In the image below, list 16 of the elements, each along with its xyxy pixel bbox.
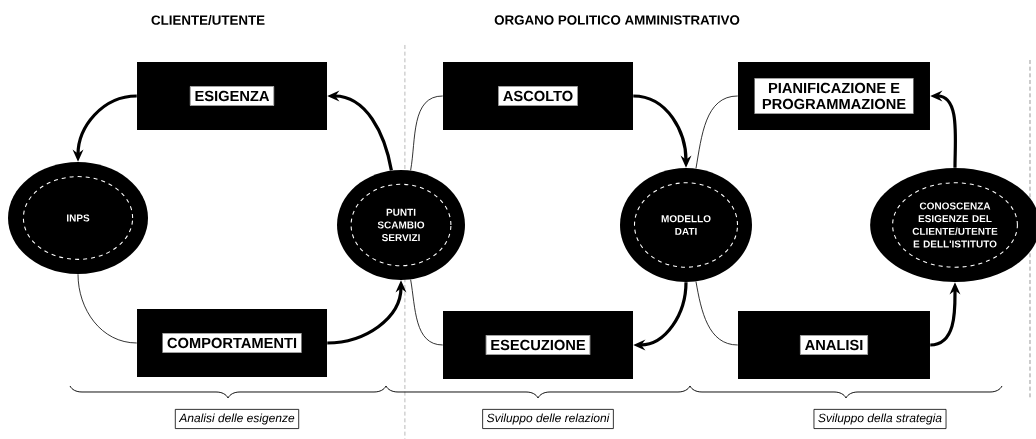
connector-line bbox=[695, 95, 739, 169]
caption-box: Analisi delle esigenze bbox=[174, 409, 300, 429]
process-box: ASCOLTO bbox=[443, 62, 633, 130]
caption-box: Sviluppo delle relazioni bbox=[482, 409, 614, 429]
connector-line bbox=[77, 273, 138, 344]
process-box: PIANIFICAZIONE E PROGRAMMAZIONE bbox=[738, 62, 930, 130]
process-box: ESECUZIONE bbox=[443, 311, 633, 379]
process-box: ANALISI bbox=[738, 311, 930, 379]
connector-line bbox=[695, 281, 739, 346]
section-heading: CLIENTE/UTENTE bbox=[151, 15, 265, 25]
process-box: ESIGENZA bbox=[137, 62, 327, 130]
process-box: COMPORTAMENTI bbox=[137, 309, 327, 377]
section-heading: ORGANO POLITICO AMMINISTRATIVO bbox=[494, 15, 740, 25]
caption-box: Sviluppo della strategia bbox=[813, 409, 947, 429]
connector-line bbox=[410, 279, 444, 346]
connector-line bbox=[410, 95, 444, 171]
